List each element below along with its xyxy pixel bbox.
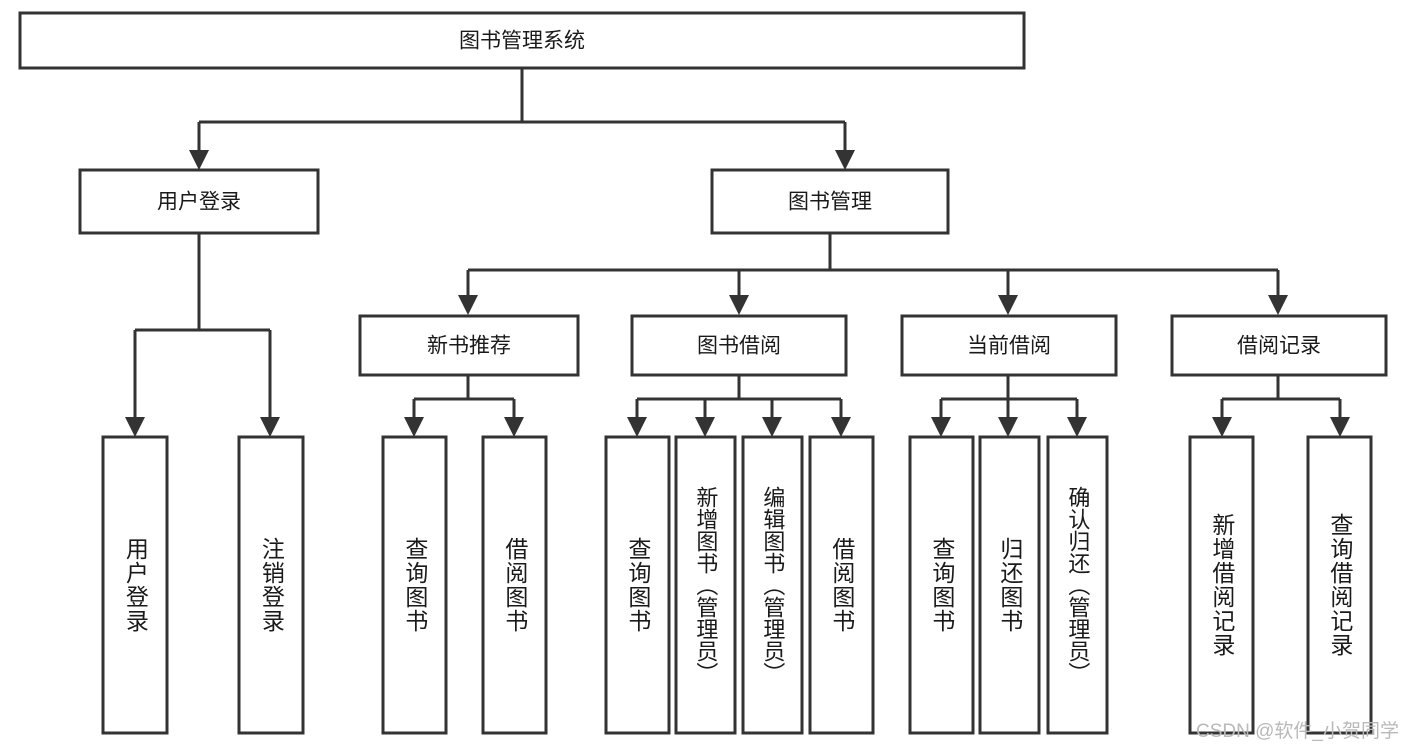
- node-current-borrow[interactable]: [900, 314, 1118, 377]
- arrow-head-icon: [260, 417, 280, 437]
- csdn-watermark: CSDN @软件_小贺同学: [1196, 721, 1399, 742]
- arrow-head-icon: [504, 417, 524, 437]
- connector-newbook-to-leaves: [404, 375, 524, 437]
- arrow-head-icon: [1067, 417, 1087, 437]
- arrow-head-icon: [998, 417, 1018, 437]
- node-borrow-records[interactable]: [1170, 314, 1388, 377]
- arrow-head-icon: [1212, 417, 1232, 437]
- arrow-head-icon: [189, 150, 209, 170]
- arrow-head-icon: [1330, 417, 1350, 437]
- leaf-box-borrow-book-2[interactable]: [808, 435, 875, 735]
- leaf-box-query-book-1[interactable]: [381, 435, 448, 735]
- arrow-head-icon: [458, 295, 478, 315]
- leaf-box-borrow-book-1[interactable]: [481, 435, 548, 735]
- node-book-management[interactable]: [710, 168, 950, 235]
- arrow-head-icon: [835, 150, 855, 170]
- node-new-book-recommend-label: 新书推荐: [427, 335, 511, 358]
- connector-current-to-leaves: [931, 375, 1087, 437]
- arrow-head-icon: [998, 295, 1018, 315]
- leaf-box-add-book-admin[interactable]: [674, 435, 737, 735]
- node-root[interactable]: [18, 11, 1026, 70]
- node-user-login-label: 用户登录: [157, 191, 241, 214]
- arrow-head-icon: [831, 417, 851, 437]
- node-borrow-records-label: 借阅记录: [1237, 335, 1321, 358]
- arrow-head-icon: [125, 417, 145, 437]
- leaf-box-query-book-2[interactable]: [604, 435, 671, 735]
- connector-borrow-to-leaves: [627, 375, 851, 437]
- connector-userlogin-to-leaves: [125, 233, 280, 437]
- node-user-login[interactable]: [78, 168, 320, 235]
- node-root-label: 图书管理系统: [459, 30, 585, 53]
- arrow-head-icon: [627, 417, 647, 437]
- leaf-box-return-book[interactable]: [978, 435, 1041, 735]
- leaf-box-edit-book-admin[interactable]: [741, 435, 804, 735]
- leaf-box-add-borrow-record[interactable]: [1188, 435, 1255, 735]
- arrow-head-icon: [729, 295, 749, 315]
- leaf-box-user-login[interactable]: [101, 435, 169, 735]
- connector-root-to-level2: [189, 68, 855, 170]
- leaf-box-confirm-return-admin[interactable]: [1046, 435, 1109, 735]
- node-book-borrow-label: 图书借阅: [697, 335, 781, 358]
- node-book-management-label: 图书管理: [788, 191, 872, 214]
- leaf-box-query-borrow-record[interactable]: [1306, 435, 1373, 735]
- arrow-head-icon: [695, 417, 715, 437]
- leaf-box-query-book-3[interactable]: [908, 435, 975, 735]
- connector-bookmgmt-to-level3: [458, 233, 1288, 315]
- arrow-head-icon: [404, 417, 424, 437]
- node-current-borrow-label: 当前借阅: [967, 335, 1051, 358]
- arrow-head-icon: [1268, 295, 1288, 315]
- leaf-box-logout[interactable]: [237, 435, 305, 735]
- connector-records-to-leaves: [1212, 375, 1350, 437]
- arrow-head-icon: [762, 417, 782, 437]
- arrow-head-icon: [931, 417, 951, 437]
- node-new-book-recommend[interactable]: [358, 314, 580, 377]
- node-book-borrow[interactable]: [630, 314, 848, 377]
